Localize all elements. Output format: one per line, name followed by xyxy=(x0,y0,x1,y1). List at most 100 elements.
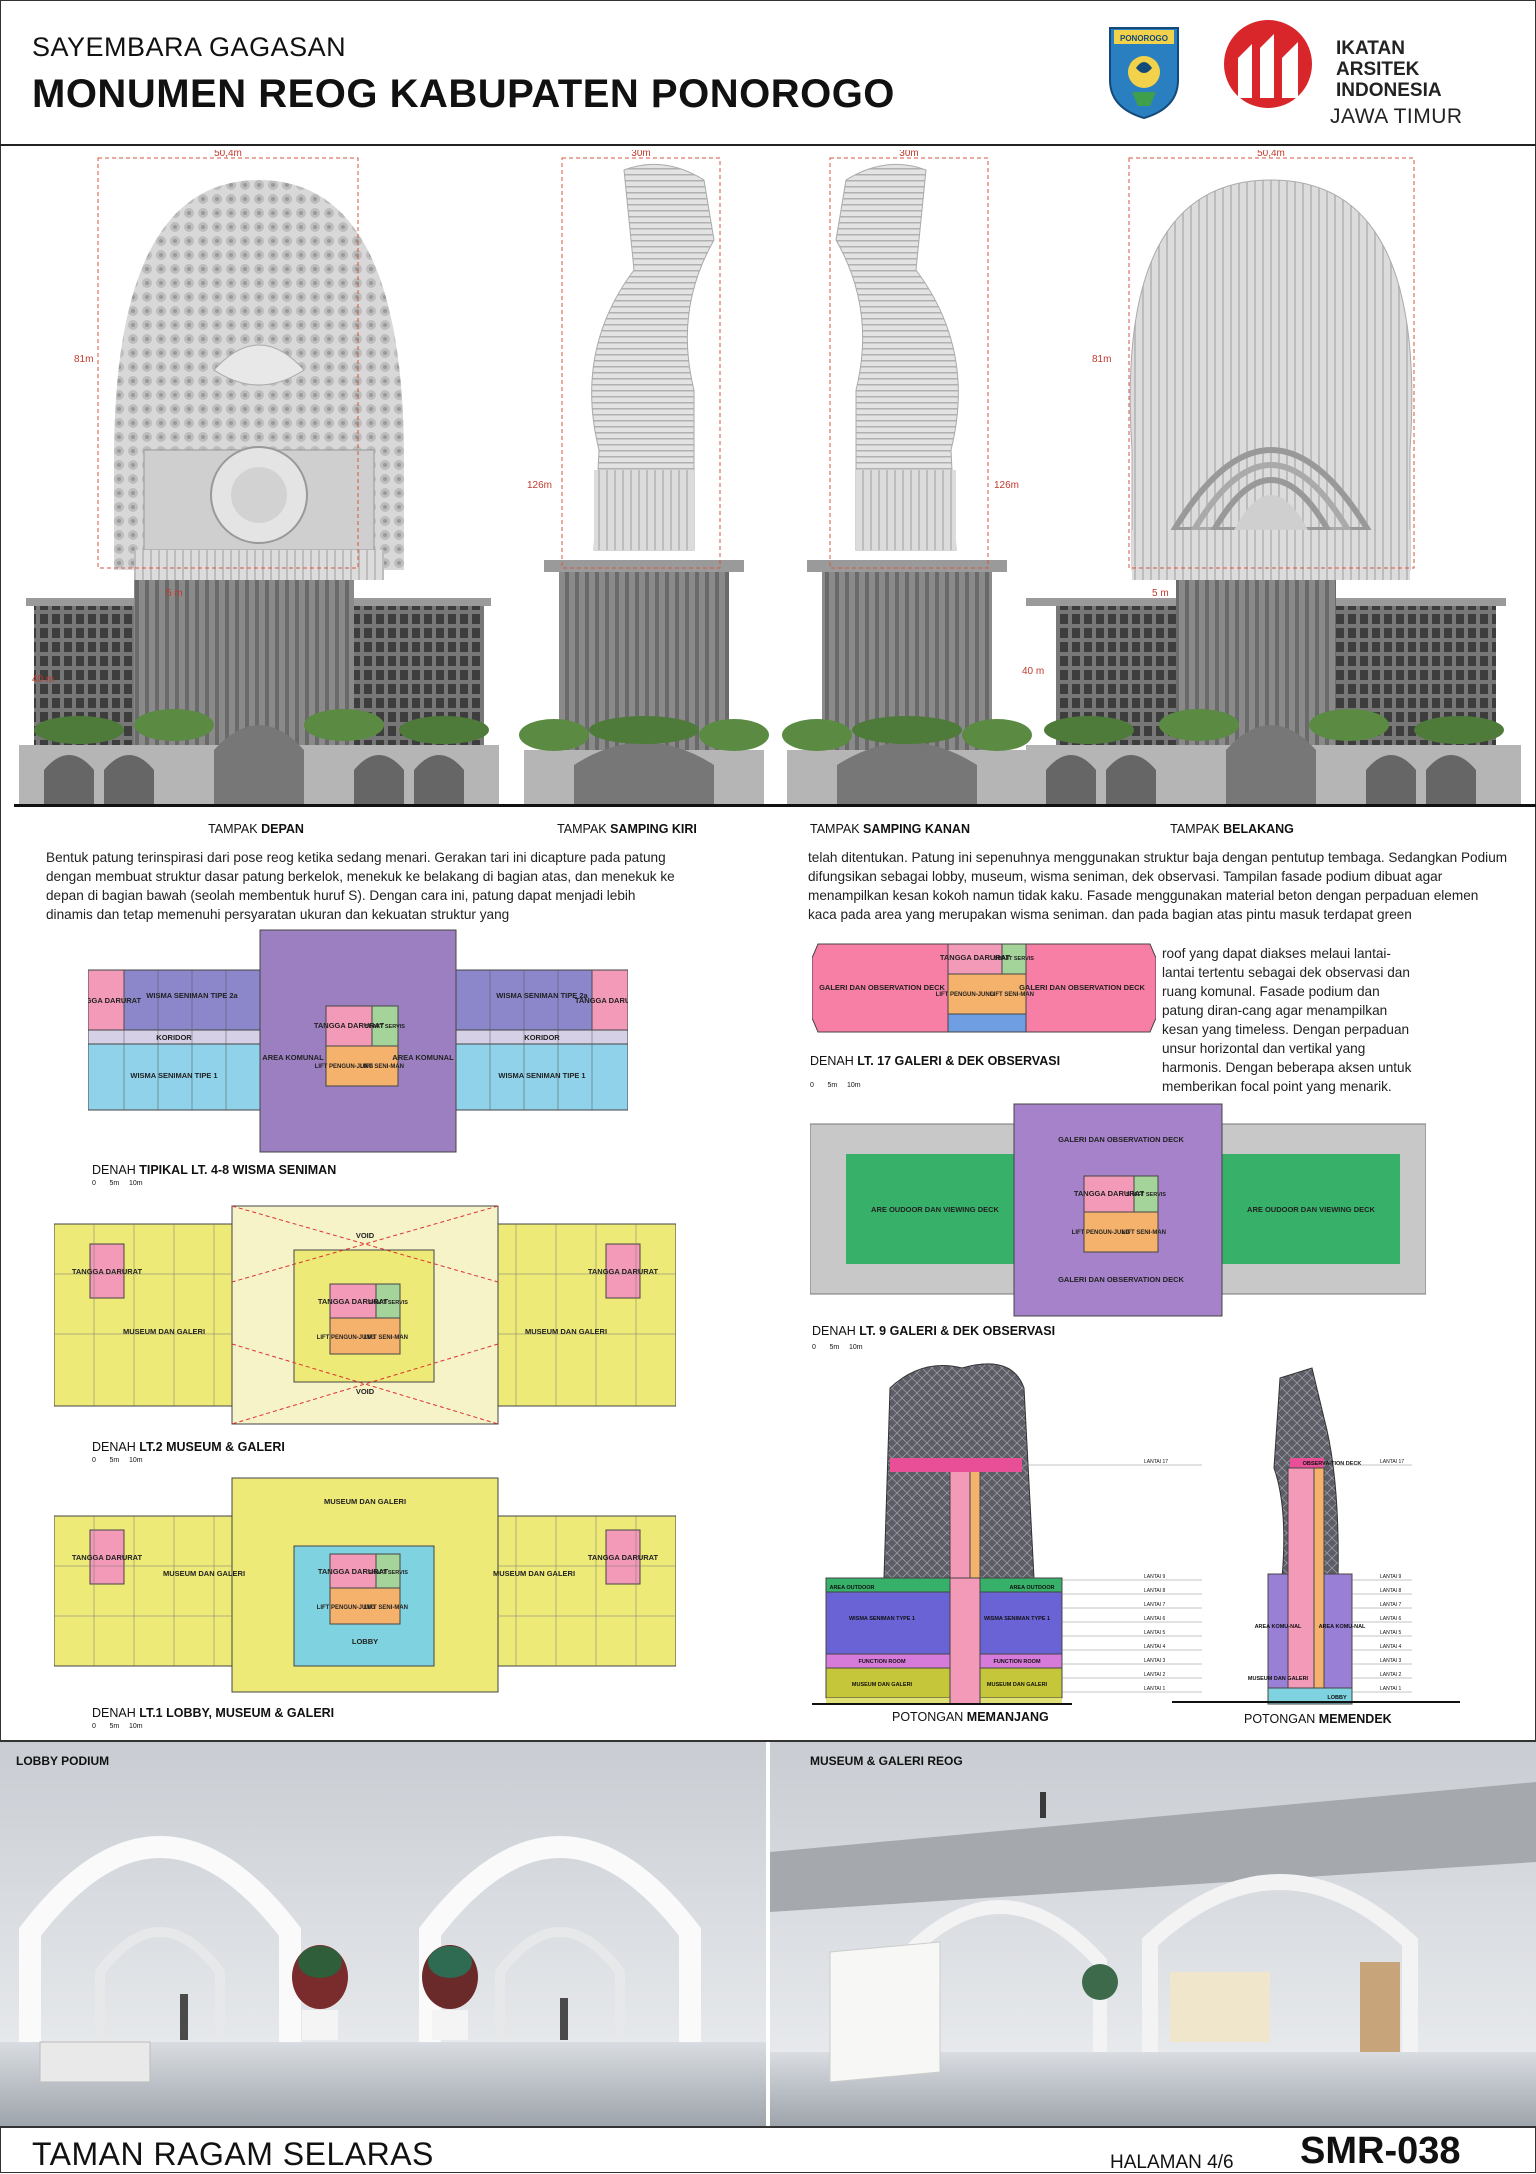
back-height-dim: 81m xyxy=(1092,354,1111,365)
scale-bar: 0 5m 10m xyxy=(92,1180,143,1187)
room-outdoor-deck: ARE OUDOOR DAN VIEWING DECK xyxy=(871,1205,1000,1214)
room-lift-pengunjung: LIFT PENGUN-JUNG xyxy=(1072,1230,1131,1236)
level-label: LANTAI 17 xyxy=(1144,1459,1168,1465)
room-void: VOID xyxy=(356,1387,375,1396)
section-observation: OBSERVA-TION DECK xyxy=(1303,1461,1362,1467)
room-lobby: LOBBY xyxy=(352,1637,378,1646)
plan-floor-9: ARE OUDOOR DAN VIEWING DECK ARE OUDOOR D… xyxy=(810,1103,1426,1317)
project-title: TAMAN RAGAM SELARAS xyxy=(32,2136,434,2172)
right-width-dim: 30m xyxy=(899,150,918,159)
plan-label-prefix: DENAH xyxy=(92,1440,140,1454)
left-width-dim: 30m xyxy=(631,150,650,159)
room-tangga-darurat: TANGGA DARURAT xyxy=(318,1297,389,1306)
back-width-dim: 50,4m xyxy=(1257,150,1285,159)
competition-subtitle: SAYEMBARA GAGASAN xyxy=(32,32,347,62)
iai-line-3: INDONESIA xyxy=(1336,80,1442,101)
level-label: LANTAI 9 xyxy=(1144,1574,1166,1580)
room-tangga-darurat: TANGGA DARURAT xyxy=(72,1553,143,1562)
plan-label-floor-9: DENAH LT. 9 GALERI & DEK OBSERVASI xyxy=(812,1324,1055,1338)
elevation-back xyxy=(1026,157,1521,805)
room-shaft-servis: SHAFT SERVIS xyxy=(368,1570,408,1576)
front-base-dim: 40 m xyxy=(32,674,54,685)
room-museum-galeri: MUSEUM DAN GALERI xyxy=(123,1327,205,1336)
room-galeri-observation: GALERI DAN OBSERVATION DECK xyxy=(1019,983,1145,992)
level-label: LANTAI 7 xyxy=(1380,1602,1402,1608)
room-tangga-darurat: TANGGA DARURAT xyxy=(72,1267,143,1276)
room-galeri-observation: GALERI DAN OBSERVATION DECK xyxy=(1058,1275,1184,1284)
room-museum-galeri: MUSEUM DAN GALERI xyxy=(163,1569,245,1578)
section-function-room: FUNCTION ROOM xyxy=(993,1659,1040,1665)
room-lift-pengunjung: LIFT PENGUN-JUNG xyxy=(317,1605,376,1611)
level-label: LANTAI 1 xyxy=(1144,1686,1166,1692)
footer-divider xyxy=(0,2126,1536,2128)
elevation-front xyxy=(19,157,499,805)
section-function-room: FUNCTION ROOM xyxy=(858,1659,905,1665)
level-label: LANTAI 4 xyxy=(1144,1644,1166,1650)
render-museum-galeri xyxy=(770,1742,1536,2126)
plan-label-floor-17: DENAH LT. 17 GALERI & DEK OBSERVASI xyxy=(810,1054,1060,1068)
elevation-label-prefix: TAMPAK xyxy=(208,822,262,836)
room-lift-seniman: LIFT SENI-MAN xyxy=(364,1335,408,1341)
plan-label-floor-2: DENAH LT.2 MUSEUM & GALERI xyxy=(92,1440,285,1454)
plan-label-bold: LT.2 MUSEUM & GALERI xyxy=(139,1440,285,1454)
section-label-bold: MEMANJANG xyxy=(966,1710,1049,1724)
plan-typical-floor: TANGGA DARURAT WISMA SENIMAN TIPE 2a KOR… xyxy=(88,929,628,1153)
elevation-label-front: TAMPAK DEPAN xyxy=(126,822,386,836)
section-museum: MUSEUM DAN GALERI xyxy=(1248,1676,1309,1682)
plan-floor-2: VOID VOID TANGGA DARURAT TANGGA DARURAT … xyxy=(54,1205,676,1425)
room-shaft-servis: SHAFT SERVIS xyxy=(994,956,1034,962)
section-label-prefix: POTONGAN xyxy=(1244,1712,1319,1726)
room-wisma-1: WISMA SENIMAN TIPE 1 xyxy=(498,1071,585,1080)
level-label: LANTAI 5 xyxy=(1380,1630,1402,1636)
plan-label-bold: LT.1 LOBBY, MUSEUM & GALERI xyxy=(139,1706,335,1720)
right-height-dim: 126m xyxy=(994,480,1019,491)
plan-label-prefix: DENAH xyxy=(810,1054,858,1068)
plan-label-bold: LT. 17 GALERI & DEK OBSERVASI xyxy=(857,1054,1061,1068)
front-width-dim: 50,4m xyxy=(214,150,242,159)
elevations-drawing: 50,4m 81m 40 m 5 m 30m 126m 30m 126m xyxy=(19,150,1521,805)
section-area-komunal: AREA KOMU-NAL xyxy=(1319,1624,1366,1630)
elevation-label-left: TAMPAK SAMPING KIRI xyxy=(497,822,757,836)
room-galeri-observation: GALERI DAN OBSERVATION DECK xyxy=(819,983,945,992)
level-label: LANTAI 5 xyxy=(1144,1630,1166,1636)
elevation-label-prefix: TAMPAK xyxy=(810,822,864,836)
room-museum-galeri: MUSEUM DAN GALERI xyxy=(324,1497,406,1506)
level-label: LANTAI 17 xyxy=(1380,1459,1404,1465)
room-tangga-darurat: TANGGA DARURAT xyxy=(588,1553,659,1562)
room-lift-pengunjung: LIFT PENGUN-JUNG xyxy=(936,992,995,998)
front-height-dim: 81m xyxy=(74,354,93,365)
room-tangga-darurat: TANGGA DARURAT xyxy=(940,953,1011,962)
sections-drawing: AREA OUTDOOR AREA OUTDOOR WISMA SENIMAN … xyxy=(812,1363,1460,1705)
plan-label-floor-1: DENAH LT.1 LOBBY, MUSEUM & GALERI xyxy=(92,1706,334,1720)
level-label: LANTAI 7 xyxy=(1144,1602,1166,1608)
render-label-lobby: LOBBY PODIUM xyxy=(16,1754,110,1768)
section-label-short: POTONGAN MEMENDEK xyxy=(1244,1712,1392,1726)
room-museum-galeri: MUSEUM DAN GALERI xyxy=(493,1569,575,1578)
room-galeri-observation: GALERI DAN OBSERVATION DECK xyxy=(1058,1135,1184,1144)
scale-bar: 0 5m 10m xyxy=(812,1344,863,1351)
back-gap-dim: 5 m xyxy=(1152,588,1169,599)
room-koridor: KORIDOR xyxy=(156,1033,192,1042)
elevation-side-left xyxy=(519,157,769,805)
iai-name: IKATAN ARSITEK INDONESIA xyxy=(1336,38,1442,101)
description-side: roof yang dapat diakses melaui lantai-la… xyxy=(1162,946,1412,1094)
room-tangga-darurat: TANGGA DARURAT xyxy=(314,1021,385,1030)
render-label-museum: MUSEUM & GALERI REOG xyxy=(810,1754,963,1768)
level-label: LANTAI 8 xyxy=(1380,1588,1402,1594)
room-koridor: KORIDOR xyxy=(524,1033,560,1042)
left-height-dim: 126m xyxy=(527,480,552,491)
render-lobby-podium xyxy=(0,1742,766,2126)
section-short: AREA KOMU-NAL AREA KOMU-NAL OBSERVA-TION… xyxy=(1172,1367,1460,1705)
level-label: LANTAI 3 xyxy=(1380,1658,1402,1664)
page-number: HALAMAN 4/6 xyxy=(1110,2152,1234,2173)
level-label: LANTAI 6 xyxy=(1144,1616,1166,1622)
room-tangga-darurat: TANGGA DARURAT xyxy=(318,1567,389,1576)
plan-label-typical: DENAH TIPIKAL LT. 4-8 WISMA SENIMAN xyxy=(92,1163,336,1177)
room-outdoor-deck: ARE OUDOOR DAN VIEWING DECK xyxy=(1247,1205,1376,1214)
room-wisma-2a: WISMA SENIMAN TIPE 2a xyxy=(496,991,588,1000)
iai-line-1: IKATAN xyxy=(1336,38,1405,59)
plan-floor-17: GALERI DAN OBSERVATION DECK GALERI DAN O… xyxy=(812,943,1156,1033)
renders xyxy=(0,1742,1536,2126)
section-museum: MUSEUM DAN GALERI xyxy=(987,1682,1048,1688)
level-label: LANTAI 9 xyxy=(1380,1574,1402,1580)
